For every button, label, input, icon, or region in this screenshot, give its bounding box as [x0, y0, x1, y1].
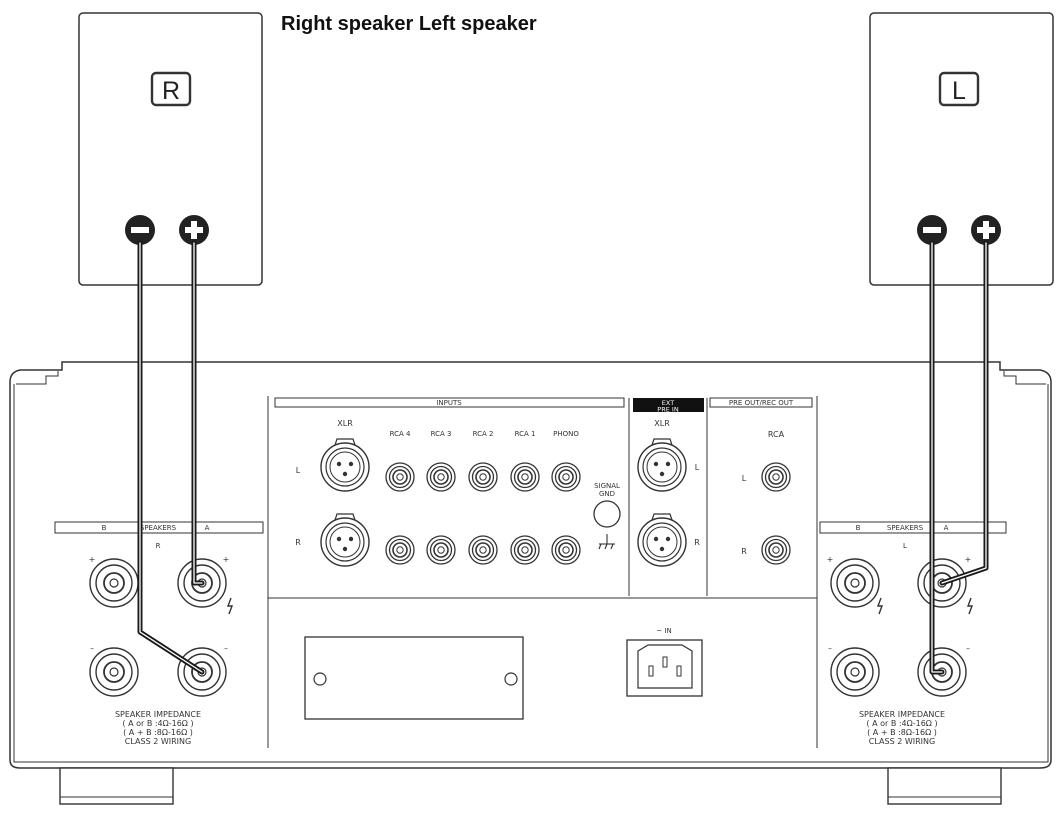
inputs-row-r-label: R [295, 538, 301, 547]
pre-out-l-jack [761, 462, 791, 492]
left-panel-b-minus-terminal [89, 647, 139, 697]
left-speaker-badge [938, 71, 980, 107]
left-panel-b-plus: + [89, 555, 96, 564]
left-panel-impedance-1: SPEAKER IMPEDANCE [115, 710, 201, 719]
ac-inlet-icon [626, 639, 703, 697]
ext-xlr-label: XLR [654, 419, 670, 428]
left-panel-b-plus-terminal [89, 558, 139, 608]
left-panel-impedance-3: ( A + B :8Ω-16Ω ) [123, 728, 193, 737]
caution-bolt-icon [966, 597, 974, 615]
left-panel-impedance-4: CLASS 2 WIRING [125, 737, 191, 746]
caution-bolt-icon [876, 597, 884, 615]
left-panel-impedance-2: ( A or B :4Ω-16Ω ) [122, 719, 193, 728]
amplifier-rear-panel [9, 361, 1052, 805]
rca-label-3: RCA 2 [473, 430, 494, 438]
rca-jack [551, 535, 581, 565]
rca-label-2: RCA 3 [431, 430, 452, 438]
rca-label-1: RCA 4 [390, 430, 411, 438]
rca-label-4: RCA 1 [515, 430, 536, 438]
screw-icon [313, 672, 327, 686]
left-panel-header-b: B [102, 524, 107, 532]
ext-r-label: R [694, 538, 700, 547]
rca-jack [468, 462, 498, 492]
rca-jack [510, 535, 540, 565]
rca-jack [385, 535, 415, 565]
right-panel-impedance-1: SPEAKER IMPEDANCE [859, 710, 945, 719]
ground-icon [598, 534, 615, 550]
pre-out-l-label: L [742, 474, 747, 483]
rca-jack [468, 535, 498, 565]
pre-out-title: PRE OUT/REC OUT [729, 399, 794, 407]
ac-in-label: ~ IN [656, 627, 671, 635]
left-speaker-letter: L [952, 77, 966, 105]
left-panel-header-a: A [205, 524, 210, 532]
right-panel-impedance-3: ( A + B :8Ω-16Ω ) [867, 728, 937, 737]
right-panel-b-minus-terminal [830, 647, 880, 697]
blank-cover-plate [304, 636, 524, 720]
right-panel-a-minus: – [966, 644, 970, 653]
left-panel-a-plus: + [223, 555, 230, 564]
ext-pre-in-title-line2: PRE IN [657, 406, 679, 414]
right-panel-a-plus: + [965, 555, 972, 564]
right-speaker-letter: R [162, 77, 180, 105]
right-panel-b-minus: – [828, 644, 832, 653]
right-panel-header-speakers: SPEAKERS [887, 524, 924, 532]
rca-jack [510, 462, 540, 492]
right-panel-b-plus-terminal [830, 558, 880, 608]
foot-right [887, 767, 1002, 805]
left-speaker-plus-terminal-icon [971, 215, 1001, 245]
right-panel-header-b: B [856, 524, 861, 532]
right-panel-impedance-2: ( A or B :4Ω-16Ω ) [866, 719, 937, 728]
right-panel-header-a: A [944, 524, 949, 532]
ext-l-label: L [695, 463, 700, 472]
inputs-title: INPUTS [436, 399, 462, 407]
rca-label-5: PHONO [553, 430, 579, 438]
signal-gnd-line1: SIGNAL [594, 482, 620, 490]
input-section: INPUTS EXT PRE IN PRE OUT/REC OUT XLR L … [267, 396, 818, 748]
inputs-xlr-label: XLR [337, 419, 353, 428]
pre-out-rca-label: RCA [768, 430, 785, 439]
right-speaker-plus-terminal-icon [179, 215, 209, 245]
signal-gnd-line2: GND [599, 490, 615, 498]
ext-pre-in-title-line1: EXT [662, 399, 674, 407]
rca-jack [385, 462, 415, 492]
speaker-terminals-right-panel: B SPEAKERS A L + + – – SPEAKER IMPEDANCE… [819, 521, 1007, 746]
left-speaker-minus-terminal-icon [917, 215, 947, 245]
pre-out-r-label: R [741, 547, 747, 556]
speaker-terminals-left-panel: B SPEAKERS A R + + – – SPEAKER IMPEDANCE… [54, 521, 264, 746]
left-speaker: L [869, 12, 1054, 286]
right-speaker: R [78, 12, 263, 286]
inputs-row-l-label: L [296, 466, 301, 475]
caution-bolt-icon [226, 597, 234, 615]
screw-icon [504, 672, 518, 686]
right-panel-channel: L [903, 542, 907, 550]
rca-jack [426, 462, 456, 492]
left-panel-a-minus: – [224, 644, 228, 653]
signal-gnd-terminal [593, 500, 621, 528]
left-panel-b-minus: – [90, 644, 94, 653]
left-panel-header-speakers: SPEAKERS [140, 524, 177, 532]
rca-jack [426, 535, 456, 565]
right-speaker-badge [150, 71, 192, 107]
speaker-wires [137, 240, 989, 675]
right-panel-b-plus: + [827, 555, 834, 564]
right-speaker-minus-terminal-icon [125, 215, 155, 245]
left-panel-channel: R [156, 542, 161, 550]
rca-jack [551, 462, 581, 492]
pre-out-r-jack [761, 535, 791, 565]
foot-left [59, 767, 174, 805]
right-panel-impedance-4: CLASS 2 WIRING [869, 737, 935, 746]
diagram-heading: Right speaker Left speaker [281, 13, 537, 35]
